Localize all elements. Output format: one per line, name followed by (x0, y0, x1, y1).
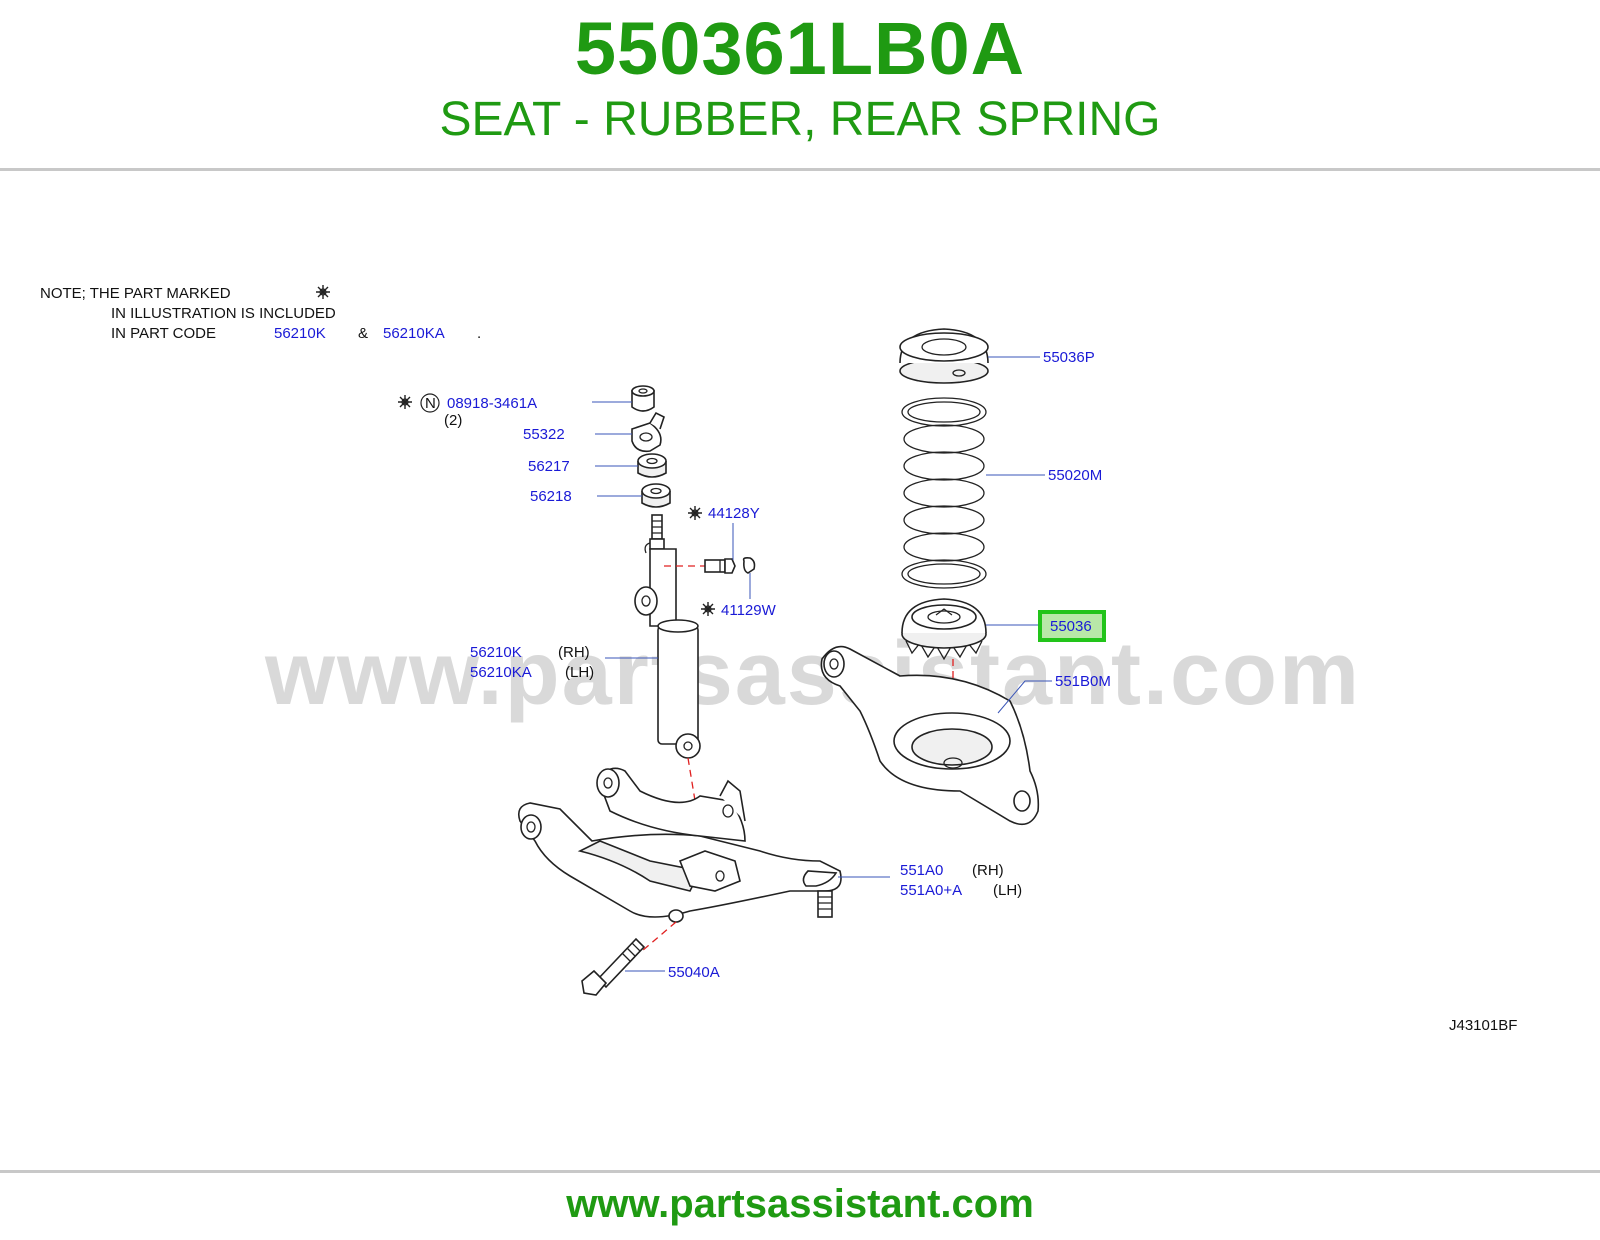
diagram-code: J43101BF (1449, 1017, 1517, 1034)
callout-41129w-link[interactable]: 41129W (721, 602, 777, 619)
upper-spring-seat-drawing (899, 328, 989, 384)
callout-551a0a-link[interactable]: 551A0+A (900, 882, 962, 899)
callout-08918-3461a-link[interactable]: 08918-3461A (447, 395, 537, 412)
mount-bolt-drawing (704, 558, 736, 574)
shock-absorber-drawing (634, 514, 701, 759)
part-description: SEAT - RUBBER, REAR SPRING (439, 93, 1161, 146)
callout-551b0m-link[interactable]: 551B0M (1055, 673, 1111, 690)
callout-56218-link[interactable]: 56218 (530, 488, 572, 505)
callout-55322-link[interactable]: 55322 (523, 426, 565, 443)
callout-08918-qty: (2) (444, 412, 462, 429)
note-ampersand: & (358, 325, 368, 342)
part-number-title: 550361LB0A (574, 7, 1026, 90)
callout-56217-link[interactable]: 56217 (528, 458, 570, 475)
note-period: . (477, 325, 481, 342)
n-circle-letter: N (425, 395, 436, 412)
note-line-3: IN PART CODE (111, 325, 216, 342)
n-circle-icon (420, 393, 440, 413)
callout-55036p-link[interactable]: 55036P (1043, 349, 1095, 366)
note-code-56210k-link[interactable]: 56210K (274, 325, 326, 342)
callout-08918-marker-icon (398, 395, 412, 409)
callout-551a0-side: (RH) (972, 862, 1004, 879)
callout-56210ka-side: (LH) (565, 664, 594, 681)
callout-55020m-link[interactable]: 55020M (1048, 467, 1102, 484)
callout-56210k-link[interactable]: 56210K (470, 644, 522, 661)
callout-55040a-link[interactable]: 55040A (668, 964, 720, 981)
coil-spring-drawing (901, 397, 987, 589)
footer-website-link[interactable]: www.partsassistant.com (566, 1182, 1034, 1226)
note-code-56210ka-link[interactable]: 56210KA (383, 325, 445, 342)
callout-56210k-side: (RH) (558, 644, 590, 661)
lower-control-arm-drawing (517, 767, 842, 923)
bracket-drawing (631, 411, 665, 453)
watermark-text: www.partsassistant.com (264, 624, 1361, 724)
footer-divider (0, 1170, 1600, 1173)
note-line-2: IN ILLUSTRATION IS INCLUDED (111, 305, 336, 322)
parts-diagram: www.partsassistant.com NOTE; THE PART MA… (0, 171, 1600, 1169)
callout-41129w-marker-icon (701, 602, 715, 616)
note-line-1: NOTE; THE PART MARKED (40, 285, 231, 302)
long-bolt-drawing (581, 937, 646, 996)
callout-551a0a-side: (LH) (993, 882, 1022, 899)
callout-551a0-link[interactable]: 551A0 (900, 862, 943, 879)
lower-rubber-seat-drawing (901, 598, 987, 661)
highlight-box (1038, 610, 1106, 642)
upper-link-arm-drawing (820, 645, 1040, 826)
callout-56210ka-link[interactable]: 56210KA (470, 664, 532, 681)
callout-55036-link-highlighted[interactable]: 55036 (1050, 618, 1092, 635)
upper-bushing-drawing (637, 453, 667, 478)
lower-bushing-drawing (641, 483, 671, 508)
page-header: 550361LB0A SEAT - RUBBER, REAR SPRING (0, 0, 1600, 170)
header-divider (0, 168, 1600, 171)
mount-nut-drawing (742, 557, 756, 574)
callout-44128y-marker-icon (688, 506, 702, 520)
note-marker-icon (316, 285, 330, 299)
diagram-svg: www.partsassistant.com NOTE; THE PART MA… (40, 285, 1517, 1034)
callout-44128y-link[interactable]: 44128Y (708, 505, 760, 522)
nut-drawing (631, 385, 655, 412)
